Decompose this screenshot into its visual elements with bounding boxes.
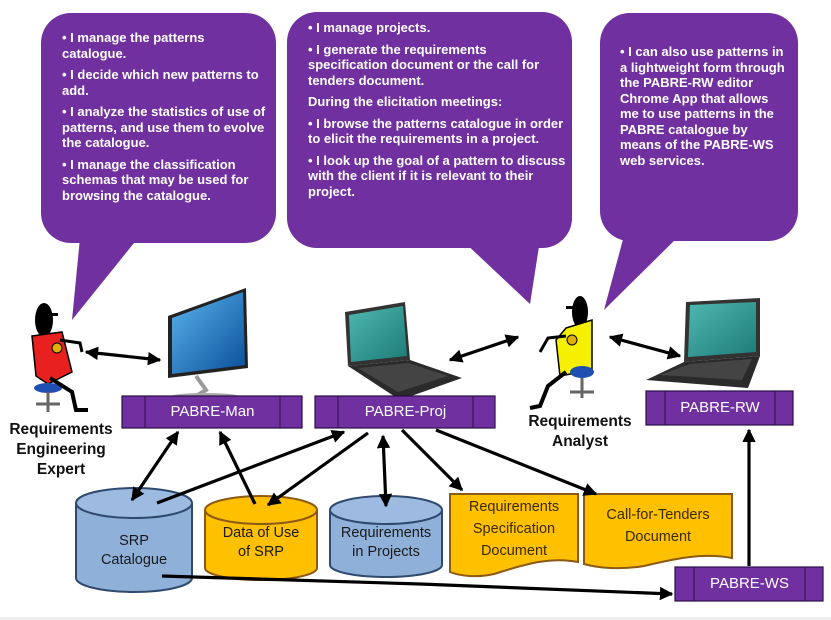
bubble-expert-item: • I manage the classification schemas th… [62, 156, 249, 203]
arrows [84, 333, 756, 601]
document-label-line: Requirements [468, 499, 560, 515]
bubble-analyst-rw-item: • I can also use patterns in a lightweig… [620, 44, 785, 168]
speech-bubble-analyst-projects [287, 12, 572, 304]
actor-label-line: Requirements [528, 413, 632, 430]
bottom-border [0, 617, 831, 620]
actor-label-line: Expert [36, 461, 86, 478]
component-pabre-man [121, 395, 303, 429]
store-label-line: SRP [119, 533, 149, 549]
component-pabre-proj [314, 395, 496, 429]
actor-label-analyst: Requirements Analyst [520, 412, 640, 452]
store-label-reqs: Requirements in Projects [330, 524, 442, 562]
document-call-for-tenders [583, 493, 733, 570]
component-pabre-ws [674, 566, 824, 602]
arrow-srp-to-proj [156, 430, 346, 505]
arrow-proj-to-spec [400, 428, 464, 492]
bubble-analyst-projects-item: • I browse the patterns catalogue in ord… [308, 115, 564, 147]
requirements-engineering-expert-figure [31, 303, 88, 412]
component-label-pabre-ws: PABRE-WS [710, 575, 789, 592]
component-label-pabre-man: PABRE-Man [170, 403, 255, 420]
arrow-usage-to-man [218, 430, 257, 505]
speech-bubble-expert [41, 13, 276, 320]
bubble-expert-item: • I decide which new patterns to add. [62, 67, 259, 98]
document-label-line: Document [624, 529, 692, 545]
laptop-proj-icon [345, 302, 462, 400]
component-pabre-rw [645, 390, 794, 426]
arrow-analyst-laptop-proj [448, 334, 520, 363]
bubble-analyst-projects-item: • I generate the requirements specificat… [308, 41, 540, 88]
laptop-rw-icon [646, 298, 760, 388]
speech-bubble-analyst-rw [600, 13, 798, 310]
bubble-analyst-projects-item: • I look up the goal of a pattern to dis… [308, 152, 566, 199]
document-label-line: Document [480, 543, 548, 559]
arrow-proj-to-usage [266, 431, 369, 507]
arrow-expert-monitor [84, 346, 162, 366]
bubble-analyst-projects-item: During the elicitation meetings: [308, 94, 503, 109]
desktop-monitor-icon [168, 288, 248, 401]
bubble-expert-text: • I manage the patterns catalogue. • I d… [62, 30, 267, 209]
requirements-analyst-figure [529, 296, 594, 410]
document-requirements-specification [449, 493, 579, 578]
arrow-proj-reqs [376, 434, 393, 508]
bubble-expert-item: • I manage the patterns catalogue. [62, 30, 205, 61]
document-label-line: Specification [472, 521, 556, 537]
document-label-spec: Requirements Specification Document [452, 496, 576, 562]
actor-label-line: Requirements [9, 421, 113, 438]
bubble-analyst-projects-item: • I manage projects. [308, 20, 431, 35]
store-label-line: of SRP [238, 544, 284, 560]
bubble-analyst-projects-text: • I manage projects. • I generate the re… [308, 20, 566, 205]
actor-label-expert: Requirements Engineering Expert [0, 420, 122, 480]
component-label-pabre-proj: PABRE-Proj [364, 403, 447, 420]
store-label-line: Data of Use [222, 525, 300, 541]
store-label-line: Requirements [340, 525, 432, 541]
arrow-analyst-laptop-rw [608, 333, 682, 360]
store-label-line: in Projects [352, 544, 420, 560]
document-label-line: Call-for-Tenders [606, 507, 710, 523]
bubble-analyst-rw-text: • I can also use patterns in a lightweig… [620, 44, 790, 174]
datastore-data-of-use [204, 495, 318, 581]
component-label-pabre-rw: PABRE-RW [680, 399, 760, 416]
actor-label-line: Engineering [16, 441, 106, 458]
bubble-expert-item: • I analyze the statistics of use of pat… [62, 104, 266, 150]
store-label-srp: SRP Catalogue [76, 532, 192, 570]
arrow-srp-to-ws [161, 574, 674, 601]
arrow-srp-man [130, 430, 180, 502]
arrow-proj-to-cft [435, 428, 598, 496]
actor-label-line: Analyst [552, 433, 608, 450]
store-label-usage: Data of Use of SRP [205, 524, 317, 562]
store-label-line: Catalogue [100, 552, 168, 568]
document-label-cft: Call-for-Tenders Document [586, 504, 730, 548]
